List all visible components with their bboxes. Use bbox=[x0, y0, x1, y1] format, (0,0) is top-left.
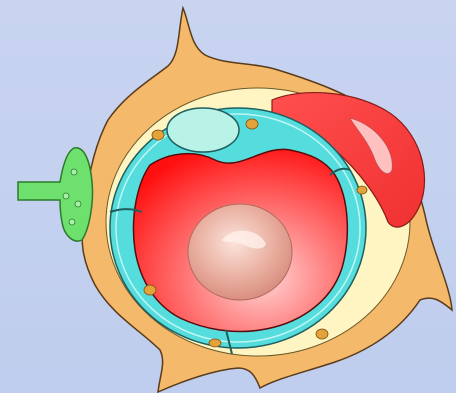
vesicle bbox=[75, 201, 81, 207]
endothelial-nucleus bbox=[167, 108, 239, 152]
organelle bbox=[246, 119, 258, 129]
organelle bbox=[152, 130, 164, 140]
organelle bbox=[357, 186, 367, 194]
vesicle bbox=[69, 219, 75, 225]
nerve-ending bbox=[18, 148, 93, 241]
organelle bbox=[316, 329, 328, 339]
nerve-ending-body bbox=[18, 148, 93, 241]
vesicle bbox=[63, 193, 69, 199]
lumen-cell bbox=[188, 204, 292, 300]
vesicle bbox=[71, 169, 77, 175]
organelle bbox=[144, 285, 156, 295]
organelle bbox=[209, 339, 221, 347]
